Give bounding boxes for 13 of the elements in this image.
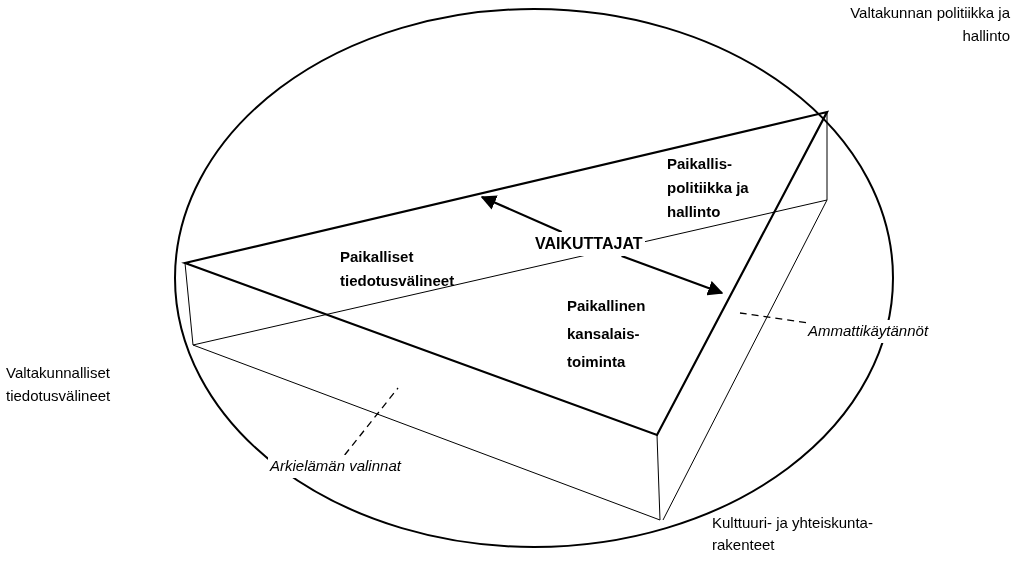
arrow bbox=[480, 195, 563, 233]
arrow bbox=[621, 254, 724, 296]
leader-text: Ammattikäytännöt bbox=[806, 320, 931, 343]
area-label: Valtakunnan politiikka ja hallinto bbox=[849, 3, 1010, 46]
area-label: Kulttuuri- ja yhteiskunta- rakenteet bbox=[712, 513, 874, 555]
leader-text: Arkielämän valinnat bbox=[268, 455, 403, 478]
leader-line bbox=[344, 387, 399, 456]
area-label: Paikallis- politiikka ja hallinto bbox=[667, 154, 750, 222]
area-label: Paikallinen kansalais- toiminta bbox=[567, 296, 647, 372]
area-label: Paikalliset tiedotusvälineet bbox=[340, 247, 456, 291]
leader-line bbox=[739, 312, 807, 324]
center-label: VAIKUTTAJAT bbox=[533, 232, 645, 256]
area-label: Valtakunnalliset tiedotusvälineet bbox=[6, 363, 112, 406]
